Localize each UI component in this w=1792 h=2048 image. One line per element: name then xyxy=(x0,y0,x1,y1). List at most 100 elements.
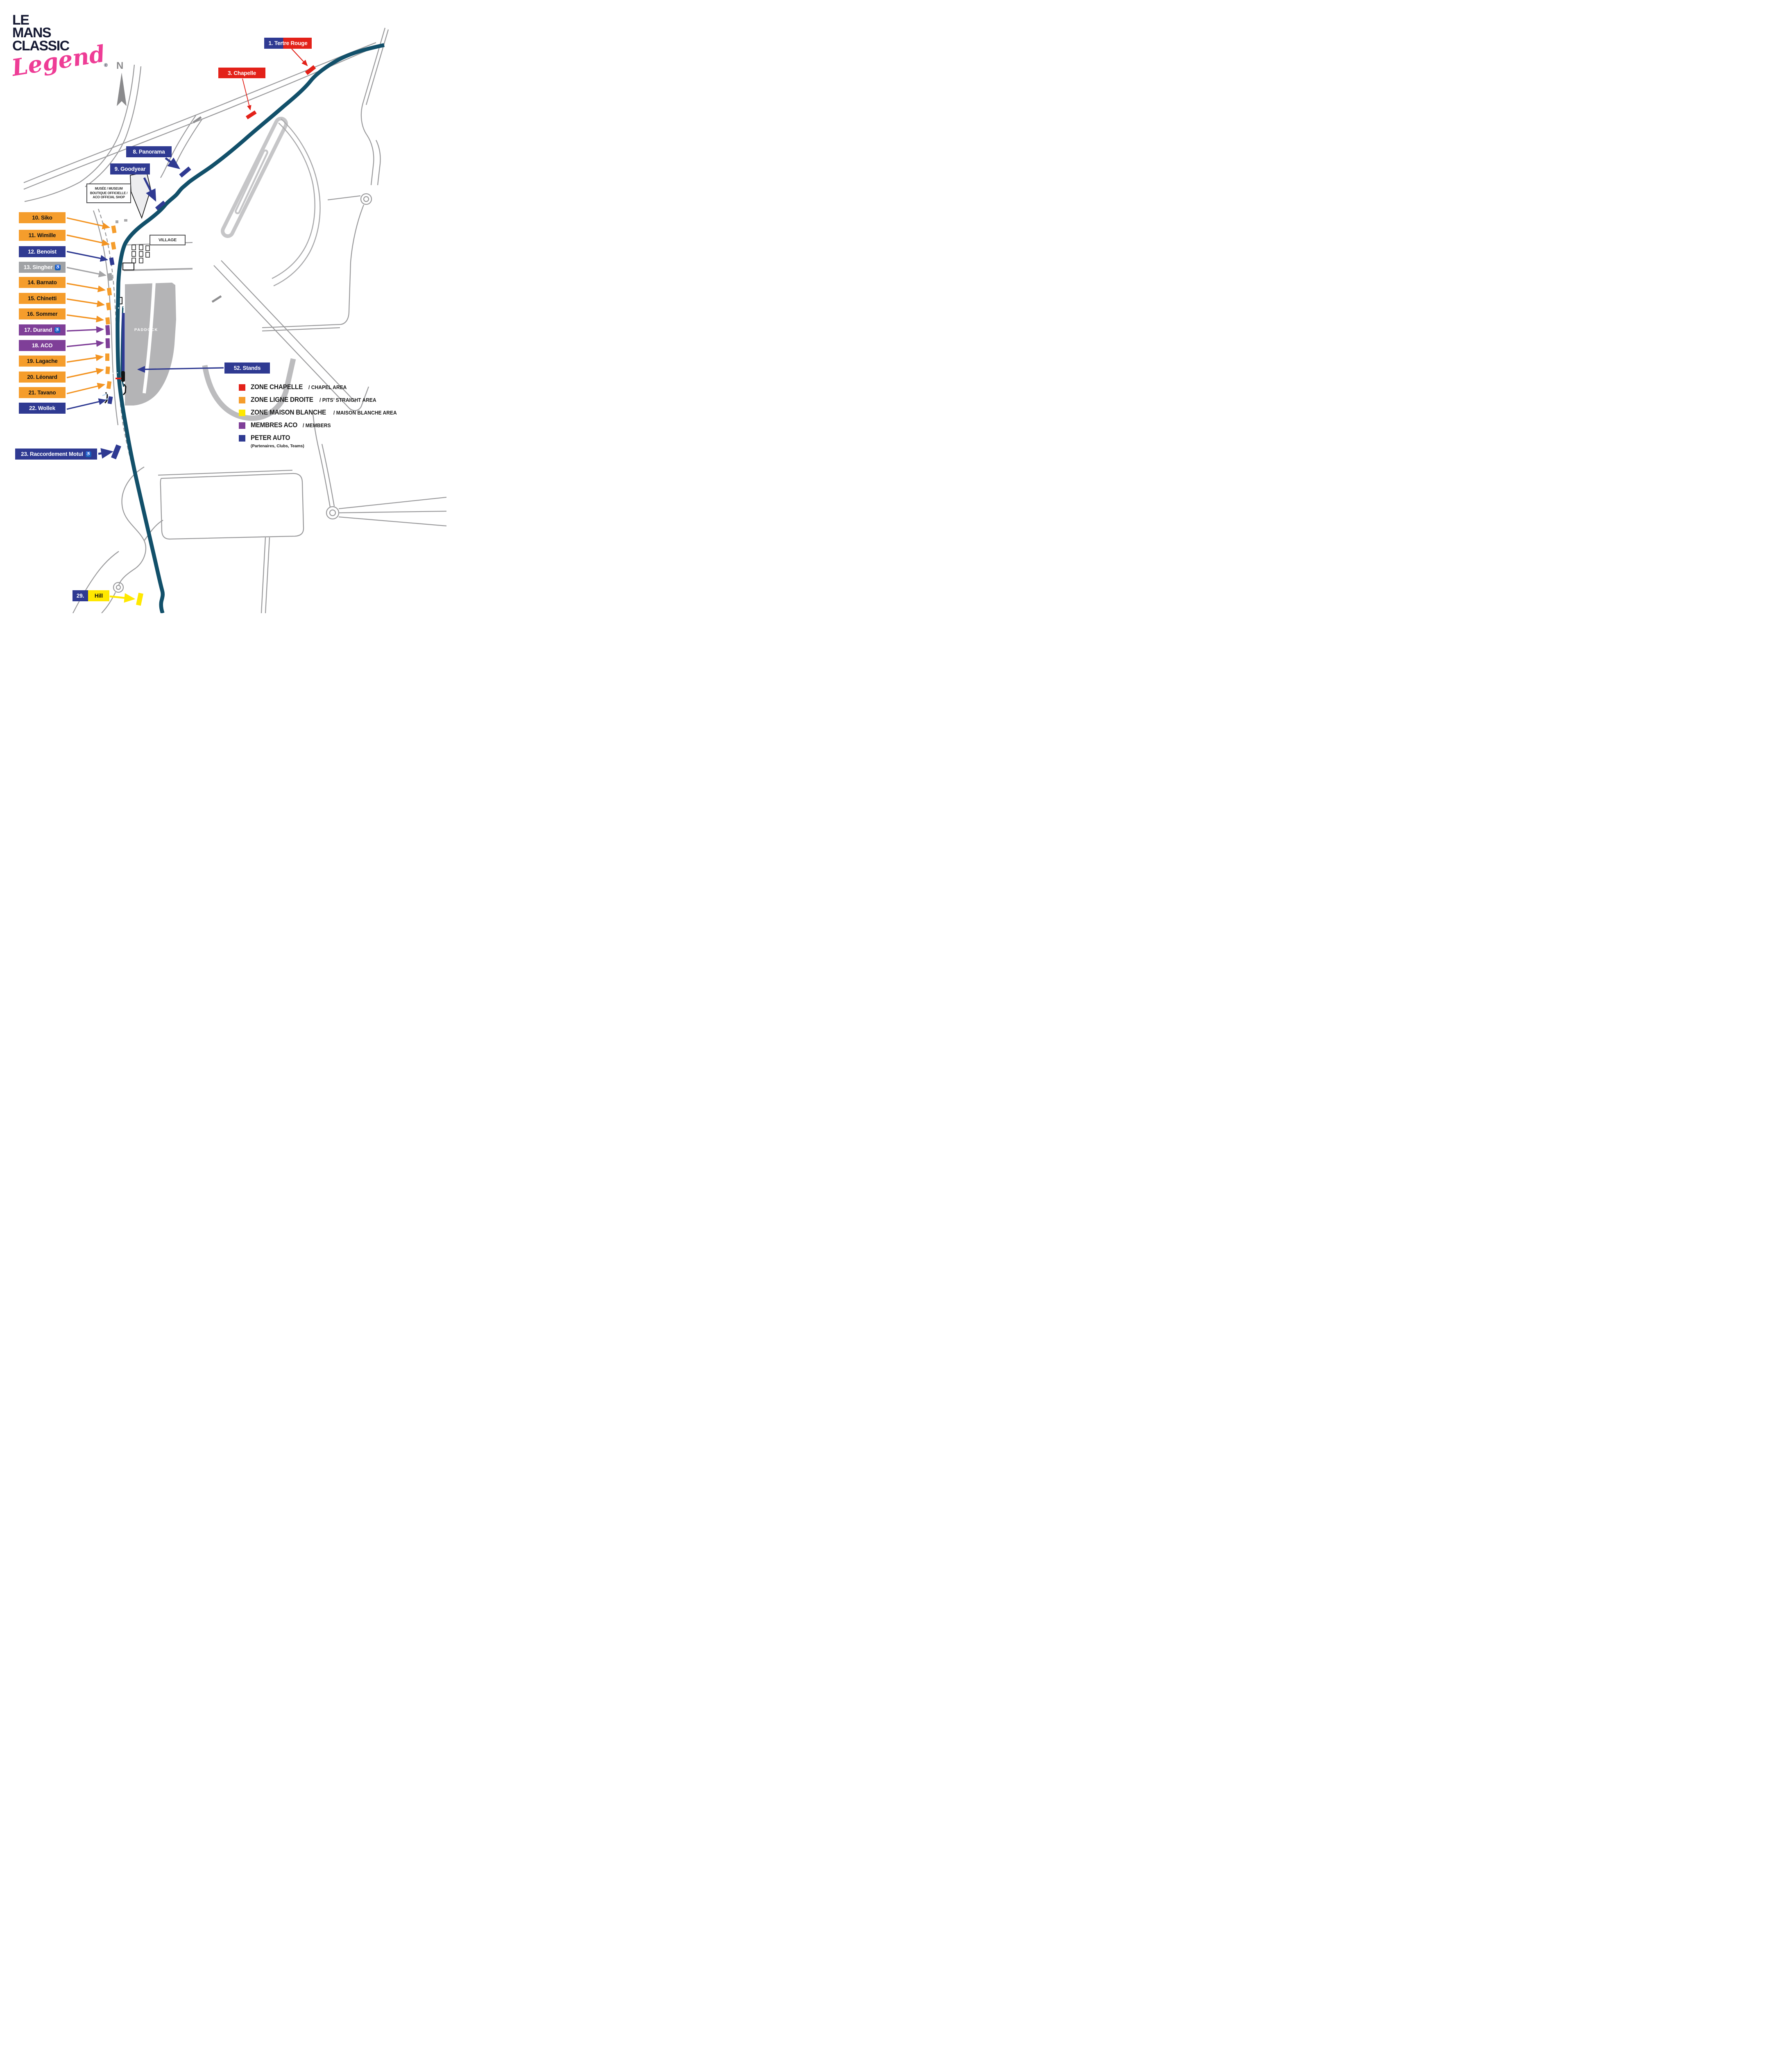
label-text: 18. ACO xyxy=(32,342,53,349)
paddock-label: PADDOCK xyxy=(134,328,158,332)
legend-item-zone-ligne-droite: ZONE LIGNE DROITE / PITS’ STRAIGHT AREA xyxy=(239,394,435,406)
stand-wollek xyxy=(107,396,113,404)
leaders-layer xyxy=(66,48,308,603)
label-sommer: 16. Sommer xyxy=(19,308,66,319)
paddock-area xyxy=(123,268,193,406)
buildings-layer xyxy=(116,171,151,304)
label-raccordement-motul: 23. Raccordement Motul ♿ xyxy=(15,449,97,460)
label-singher: 13. Singher ♿ xyxy=(19,262,66,273)
north-arrow-icon xyxy=(117,72,127,106)
museum-line-3: ACO OFFICIAL SHOP xyxy=(93,195,125,199)
label-aco: 18. ACO xyxy=(19,340,66,351)
museum-box: MUSÉE / MUSEUM BOUTIQUE OFFICIELLE / ACO… xyxy=(86,184,131,203)
compass: N xyxy=(116,60,127,106)
pits-building-bar xyxy=(122,313,125,378)
start-line xyxy=(116,378,121,379)
label-hill: 29. Hill xyxy=(72,590,109,601)
legend-swatch-red xyxy=(239,384,245,391)
label-text: 12. Benoist xyxy=(28,249,57,255)
label-text: 13. Singher xyxy=(23,264,53,270)
logo-line-2: MANS xyxy=(12,25,52,41)
legend-label: ZONE CHAPELLE xyxy=(251,383,303,391)
label-barnato: 14. Barnato xyxy=(19,277,66,288)
label-panorama: 8. Panorama xyxy=(126,146,172,157)
legend-swatch-purple xyxy=(239,422,245,429)
legend-peter-auto-note: (Partenaires, Clubs, Teams) xyxy=(251,444,304,449)
label-tertre-rouge: 1. Tertre Rouge xyxy=(264,38,312,49)
zone-bracket xyxy=(122,384,127,395)
label-text: 8. Panorama xyxy=(133,149,165,155)
compass-n-label: N xyxy=(116,60,123,71)
roads-layer xyxy=(23,27,447,613)
track-main-path xyxy=(116,43,385,613)
stand-lagache xyxy=(105,353,109,361)
stand-hill xyxy=(136,593,143,606)
stand-benoist xyxy=(109,257,115,265)
label-text: 20. Léonard xyxy=(27,374,57,380)
legend-label: PETER AUTO xyxy=(251,434,290,442)
stands-layer xyxy=(105,65,316,606)
map-legend: ZONE CHAPELLE / CHAPEL AREA ZONE LIGNE D… xyxy=(239,381,435,444)
stand-wimille xyxy=(111,242,116,250)
legend-swatch-orange xyxy=(239,396,245,403)
legend-swatch-navy xyxy=(239,435,245,442)
stand-aco xyxy=(105,338,110,349)
bridge-marks xyxy=(193,116,222,303)
label-text: 17. Durand xyxy=(24,327,52,333)
stand-leonard xyxy=(105,366,110,374)
stand-tavano xyxy=(106,381,112,389)
label-hill-number: 29. xyxy=(72,590,88,601)
label-text: 23. Raccordement Motul xyxy=(21,451,83,457)
legend-label: ZONE MAISON BLANCHE xyxy=(251,409,326,416)
label-text: 19. Lagache xyxy=(27,358,58,364)
stand-singher xyxy=(107,273,113,281)
stand-panorama xyxy=(179,166,191,178)
legend-sublabel: / CHAPEL AREA xyxy=(308,384,347,390)
wheelchair-icon: ♿ xyxy=(55,264,61,270)
legend-sublabel: / PITS’ STRAIGHT AREA xyxy=(319,397,376,403)
label-goodyear: 9. Goodyear xyxy=(110,163,150,174)
label-siko: 10. Siko xyxy=(19,212,66,223)
paddock-building xyxy=(122,263,134,270)
legend-sublabel: / MAISON BLANCHE AREA xyxy=(333,410,397,416)
event-logo: LE MANS CLASSIC Legend ® xyxy=(10,12,111,82)
stand-tertre-rouge xyxy=(305,65,316,75)
legend-label: MEMBRES ACO xyxy=(251,421,298,429)
logo-line-1: LE xyxy=(12,12,29,28)
label-stands: 52. Stands xyxy=(224,362,270,374)
label-benoist: 12. Benoist xyxy=(19,246,66,257)
stand-durand xyxy=(105,325,110,335)
label-text: 16. Sommer xyxy=(27,311,58,317)
label-text: 9. Goodyear xyxy=(114,166,146,172)
stand-sommer xyxy=(105,317,110,325)
village-label: VILLAGE xyxy=(158,238,177,242)
map-canvas: N xyxy=(23,27,447,613)
legend-swatch-yellow xyxy=(239,409,245,416)
label-text: 52. Stands xyxy=(233,365,261,371)
wheelchair-icon: ♿ xyxy=(54,327,60,333)
stand-barnato xyxy=(106,288,112,296)
label-chapelle: 3. Chapelle xyxy=(218,68,265,78)
pit-end-block xyxy=(121,371,125,382)
stand-raccordement xyxy=(111,444,121,460)
village-box: VILLAGE xyxy=(150,235,186,245)
stand-goodyear xyxy=(155,200,166,211)
label-wollek: 22. Wollek xyxy=(19,403,66,414)
label-text: 3. Chapelle xyxy=(227,70,256,76)
label-chinetti: 15. Chinetti xyxy=(19,293,66,304)
museum-line-1: MUSÉE / MUSEUM xyxy=(95,187,123,191)
label-text: 15. Chinetti xyxy=(27,295,57,301)
stand-siko xyxy=(111,225,117,233)
legend-item-zone-maison-blanche: ZONE MAISON BLANCHE / MAISON BLANCHE ARE… xyxy=(239,406,435,419)
label-leonard: 20. Léonard xyxy=(19,372,66,383)
legend-item-peter-auto: PETER AUTO xyxy=(239,432,435,444)
label-text: 1. Tertre Rouge xyxy=(268,40,308,46)
label-text: 14. Barnato xyxy=(27,279,57,285)
logo-line-3: CLASSIC xyxy=(12,38,70,54)
label-text: 11. Wimille xyxy=(28,232,56,238)
bugatti-circuit xyxy=(202,117,321,421)
label-text: 10. Siko xyxy=(32,215,52,221)
stand-chapelle xyxy=(245,110,257,120)
label-text: 22. Wollek xyxy=(29,405,55,411)
legend-item-zone-chapelle: ZONE CHAPELLE / CHAPEL AREA xyxy=(239,381,435,394)
